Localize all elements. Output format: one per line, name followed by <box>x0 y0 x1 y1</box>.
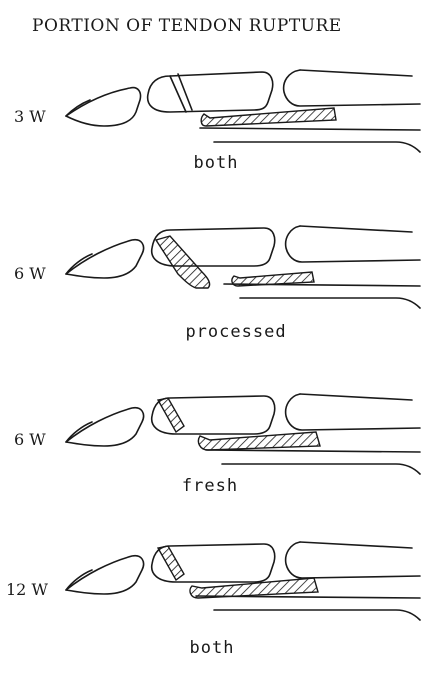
caption: both <box>190 638 235 658</box>
nail <box>66 408 144 446</box>
nail <box>66 240 144 278</box>
finger-diagram <box>0 60 431 210</box>
tendon-stump-distal <box>158 546 184 580</box>
figure-title: PORTION OF TENDON RUPTURE <box>32 16 342 36</box>
finger-diagram <box>0 380 431 530</box>
nail <box>66 556 144 594</box>
tendon-segment <box>232 272 314 286</box>
panel-12w: 12 W both <box>0 530 431 680</box>
tendon-segment <box>190 578 318 598</box>
middle-phalanx <box>148 72 273 112</box>
tendon-stump-distal <box>158 398 184 432</box>
panel-6w-fresh: 6 W fresh <box>0 380 431 530</box>
caption: processed <box>185 322 286 342</box>
caption: fresh <box>182 476 238 496</box>
rupture-line <box>170 76 186 112</box>
panel-3w: 3 W both <box>0 60 431 210</box>
panel-6w-processed: 6 W processed <box>0 210 431 360</box>
caption: both <box>194 153 239 173</box>
tendon-stump-distal <box>156 236 210 288</box>
